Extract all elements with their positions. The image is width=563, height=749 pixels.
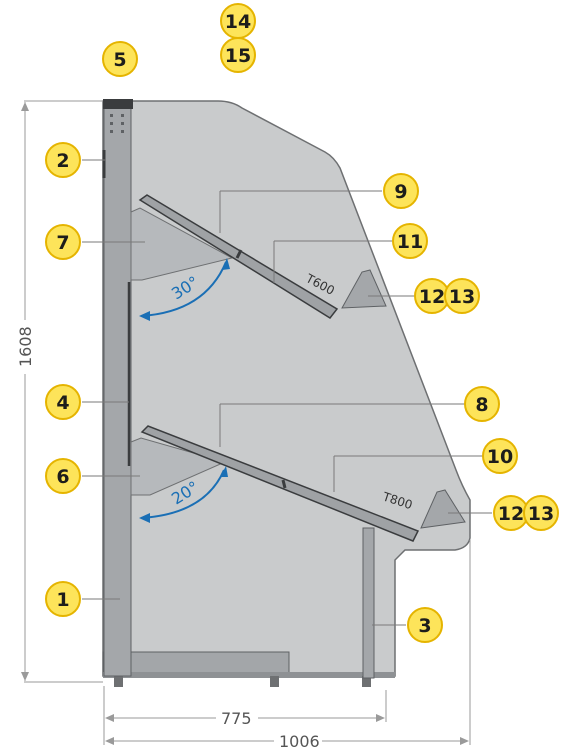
callout-10: 10	[482, 438, 518, 474]
svg-text:9: 9	[394, 181, 407, 203]
foot-front-left	[114, 676, 123, 687]
callout-5: 5	[102, 41, 138, 77]
callout-15: 15	[220, 37, 256, 73]
svg-text:8: 8	[475, 394, 488, 416]
svg-text:2: 2	[56, 150, 69, 172]
svg-text:11: 11	[397, 231, 423, 253]
svg-text:1: 1	[56, 589, 69, 611]
svg-text:4: 4	[56, 392, 69, 414]
callout-12-lower: 12	[493, 495, 529, 531]
lower-angle-arrow-left	[139, 513, 150, 523]
lower-bracket	[130, 437, 227, 496]
upper-angle-arc	[140, 261, 227, 317]
leader-lines	[82, 159, 492, 626]
height-dimension	[21, 100, 103, 683]
callout-13-upper: 13	[444, 278, 480, 314]
svg-text:13: 13	[449, 286, 475, 308]
foot-rear	[362, 676, 371, 687]
svg-text:7: 7	[56, 232, 69, 254]
callout-11: 11	[392, 223, 428, 259]
svg-text:3: 3	[418, 615, 431, 637]
callout-2: 2	[45, 142, 81, 178]
callout-7: 7	[45, 224, 81, 260]
svg-text:12: 12	[419, 286, 445, 308]
height-label: 1608	[16, 326, 35, 367]
upright-post	[103, 101, 132, 677]
upper-bracket	[130, 207, 234, 281]
foot-front-right	[270, 676, 279, 687]
svg-text:6: 6	[56, 466, 69, 488]
lower-shelf-joint	[281, 479, 287, 489]
callout-1: 1	[45, 581, 81, 617]
depth-inner-label: 775	[221, 709, 252, 728]
upper-ticket-rail	[341, 269, 387, 309]
svg-text:12: 12	[498, 503, 524, 525]
upper-shelf-joint	[235, 249, 243, 259]
callout-6: 6	[45, 458, 81, 494]
callout-9: 9	[383, 173, 419, 209]
callout-3: 3	[407, 607, 443, 643]
lower-shelf	[140, 425, 420, 542]
upper-angle-arrow-left	[139, 311, 150, 321]
upright-top-holes	[110, 114, 124, 133]
callout-8: 8	[464, 386, 500, 422]
callout-14: 14	[220, 3, 256, 39]
callout-13-lower: 13	[523, 495, 559, 531]
callout-4: 4	[45, 384, 81, 420]
lower-angle-arrow-right	[220, 466, 228, 477]
upright-top-cap	[103, 99, 133, 109]
svg-text:15: 15	[225, 45, 251, 67]
depth-total-dimension	[105, 540, 471, 745]
upper-angle-arrow-right	[222, 258, 230, 270]
base-plinth	[103, 672, 395, 678]
svg-text:14: 14	[225, 11, 251, 33]
depth-inner-dimension	[103, 686, 387, 745]
rear-leg	[362, 527, 375, 679]
svg-text:10: 10	[487, 446, 513, 468]
depth-total-label: 1006	[279, 732, 320, 749]
lower-ticket-rail	[420, 489, 466, 529]
svg-text:5: 5	[113, 49, 126, 71]
callout-12-upper: 12	[414, 278, 450, 314]
lower-angle-arc	[140, 469, 225, 519]
svg-text:13: 13	[528, 503, 554, 525]
